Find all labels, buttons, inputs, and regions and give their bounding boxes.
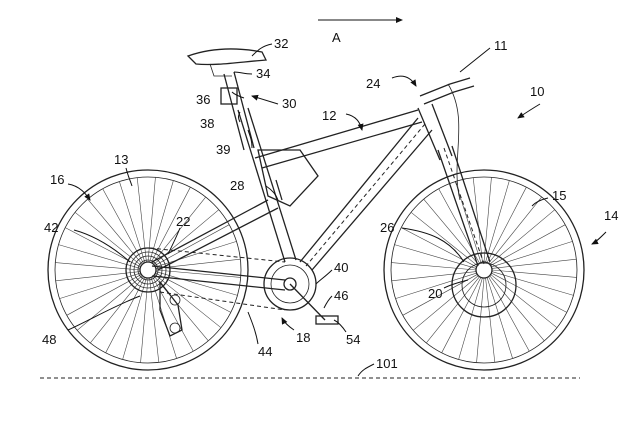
spoke (155, 272, 231, 313)
spoke (486, 187, 527, 263)
bicycle-frame (151, 103, 453, 291)
spoke (455, 181, 482, 263)
spoke (491, 269, 577, 278)
ref-10: 10 (530, 84, 544, 99)
spoke (423, 199, 479, 265)
ref-38: 38 (200, 116, 214, 131)
spoke (490, 274, 558, 328)
spoke (491, 272, 567, 313)
direction-label: A (332, 30, 341, 45)
ref-48: 48 (42, 332, 56, 347)
saddle (186, 48, 268, 66)
spoke (154, 224, 230, 266)
ref-36: 36 (196, 92, 210, 107)
ref-39: 39 (216, 142, 230, 157)
ref-44: 44 (258, 344, 272, 359)
spoke (476, 277, 485, 363)
ref-13: 13 (114, 152, 128, 167)
spoke (152, 276, 194, 352)
spoke (491, 258, 577, 269)
spoke (87, 199, 143, 265)
ref-24: 24 (366, 76, 380, 91)
spoke (150, 277, 177, 359)
ref-101: 101 (376, 356, 398, 371)
ref-30: 30 (282, 96, 296, 111)
spoke (489, 209, 555, 265)
ref-16: 16 (50, 172, 64, 187)
spoke (401, 227, 477, 268)
spoke (102, 188, 144, 264)
spoke (391, 271, 477, 282)
spoke (490, 224, 566, 266)
ref-40: 40 (334, 260, 348, 275)
spoke (486, 277, 513, 359)
handlebar (419, 77, 475, 201)
spoke (426, 276, 480, 344)
spoke (441, 277, 482, 353)
crankset (263, 257, 339, 325)
spoke (488, 196, 542, 264)
spoke (485, 277, 496, 363)
spoke (489, 275, 545, 341)
spoke (105, 277, 146, 353)
ref-28: 28 (230, 178, 244, 193)
seatpost (220, 71, 255, 151)
ref-46: 46 (334, 288, 348, 303)
ref-32: 32 (274, 36, 288, 51)
spoke (488, 276, 530, 352)
spoke (391, 262, 477, 271)
reference-numerals: 32 34 36 38 39 30 12 24 11 10 28 13 16 1… (42, 36, 618, 371)
spoke (58, 244, 141, 269)
spoke (394, 244, 477, 269)
spoke (491, 271, 574, 296)
spoke (485, 180, 510, 263)
spoke (458, 277, 483, 360)
spoke (483, 177, 492, 263)
ref-34: 34 (256, 66, 270, 81)
spoke (66, 274, 142, 316)
spoke (77, 275, 143, 331)
spoke (122, 277, 147, 360)
rear-derailleur (159, 280, 183, 337)
rear-wheel (47, 169, 249, 371)
front-wheel-spokes (391, 177, 577, 363)
ref-54: 54 (346, 332, 360, 347)
rear-cassette (125, 247, 171, 293)
front-fork (437, 145, 491, 267)
spoke (472, 177, 483, 263)
spoke (413, 275, 479, 331)
ref-15: 15 (552, 188, 566, 203)
ref-18: 18 (296, 330, 310, 345)
chain (149, 247, 286, 311)
ref-22: 22 (176, 214, 190, 229)
rear-wheel-spokes (55, 177, 241, 363)
ref-42: 42 (44, 220, 58, 235)
spoke (59, 272, 141, 299)
spoke (410, 212, 478, 266)
spoke (119, 181, 146, 263)
spoke (491, 241, 573, 268)
ref-26: 26 (380, 220, 394, 235)
ref-12: 12 (322, 108, 336, 123)
ref-14: 14 (604, 208, 618, 223)
ref-11: 11 (494, 38, 508, 53)
ref-20: 20 (428, 286, 442, 301)
leader-lines (67, 43, 607, 377)
